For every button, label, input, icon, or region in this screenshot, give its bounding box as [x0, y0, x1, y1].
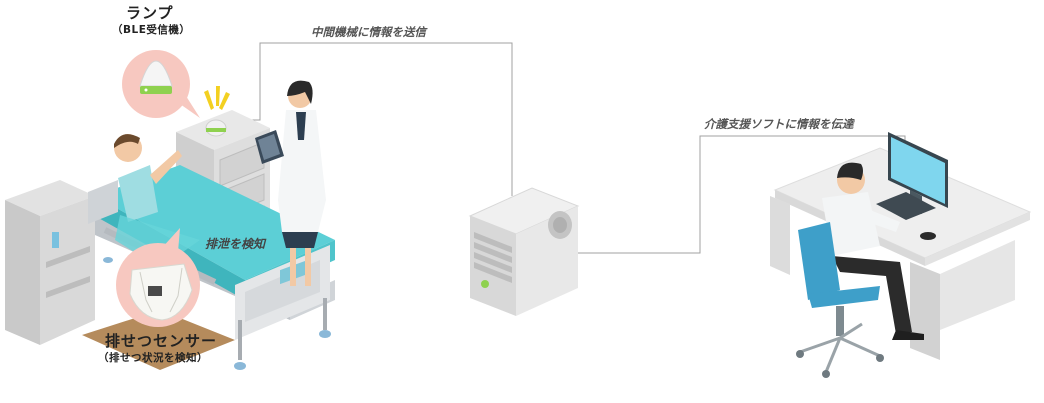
side-shelf — [5, 180, 95, 345]
detect-label: 排泄を検知 — [205, 237, 266, 251]
server-icon — [468, 187, 580, 316]
floor-rug — [82, 310, 235, 370]
lamp-title: ランプ — [126, 4, 174, 22]
lamp-subtitle: （BLE受信機） — [112, 24, 191, 36]
sensor-diaper-icon — [116, 228, 200, 327]
pc-connector-label: 介護支援ソフトに情報を伝達 — [704, 117, 854, 131]
sensor-subtitle: （排せつ状況を検知） — [98, 352, 208, 364]
nurse-icon — [255, 80, 326, 286]
lamp-bubble — [122, 50, 200, 118]
connector-lamp-to-server — [232, 42, 513, 196]
server-connector-label: 中間機械に情報を送信 — [311, 25, 426, 39]
pc-workstation-icon — [770, 132, 1032, 378]
lamp-icon — [204, 86, 230, 137]
sensor-title: 排せつセンサー — [105, 332, 218, 350]
